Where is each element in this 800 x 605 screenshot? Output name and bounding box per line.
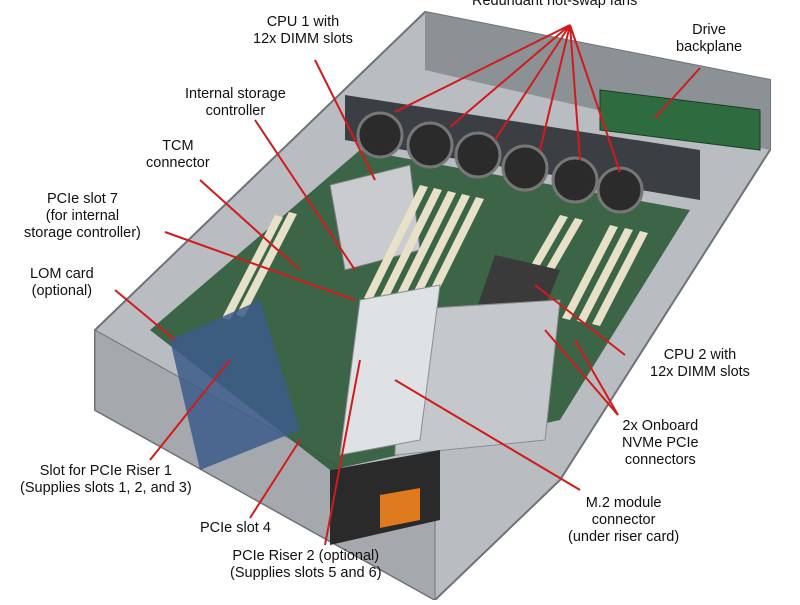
leader-pcie7: [164, 231, 356, 301]
label-riser1-line2: (Supplies slots 1, 2, and 3): [20, 480, 192, 496]
label-cpu2-line2: 12x DIMM slots: [650, 364, 750, 380]
label-cpu2-line1: CPU 2 with: [663, 347, 737, 363]
label-fans: Redundant hot-swap fans: [472, 0, 637, 10]
label-tcm-line1: TCM: [162, 138, 194, 154]
label-cpu1-line2: 12x DIMM slots: [253, 31, 353, 47]
label-riser2-line1: PCIe Riser 2 (optional): [232, 548, 380, 564]
fan-1: [356, 111, 404, 159]
fan-group: [356, 111, 644, 214]
leader-fans-2: [449, 24, 571, 128]
label-nvme-line2: NVMe PCIe: [622, 435, 699, 451]
leader-nvme-2: [574, 339, 619, 416]
leader-fans-1: [394, 24, 571, 113]
label-lom-line1: LOM card: [30, 266, 94, 282]
label-tcm-line2: connector: [146, 155, 210, 171]
leader-pcie4: [249, 439, 301, 519]
label-cpu1-line1: CPU 1 with: [266, 14, 340, 30]
label-nvme-connectors: 2x Onboard NVMe PCIe connectors: [622, 418, 699, 469]
label-drive-backplane-line1: Drive: [692, 22, 726, 38]
leader-riser1: [149, 359, 231, 461]
label-storage-controller-line2: controller: [205, 103, 266, 119]
label-storage-controller-line1: Internal storage: [185, 86, 286, 102]
pcie-riser1-area: [170, 300, 300, 470]
label-nvme-line3: connectors: [624, 452, 696, 468]
label-m2-line1: M.2 module: [585, 495, 662, 511]
label-pcie-riser1: Slot for PCIe Riser 1 (Supplies slots 1,…: [20, 463, 192, 497]
fan-5: [551, 156, 599, 204]
label-drive-backplane-line2: backplane: [676, 39, 743, 55]
leader-nvme-1: [544, 329, 619, 416]
leader-cpu1: [314, 59, 376, 181]
label-pcie7-line1: PCIe slot 7: [46, 191, 118, 207]
label-m2-line2: connector: [591, 512, 656, 528]
label-tcm-connector: TCM connector: [146, 138, 210, 172]
fan-6: [596, 166, 644, 214]
psu-handle: [380, 488, 420, 528]
label-cpu1: CPU 1 with 12x DIMM slots: [253, 14, 353, 48]
label-pcie-slot4: PCIe slot 4: [200, 520, 271, 537]
label-storage-controller: Internal storage controller: [185, 86, 286, 120]
leader-riser2: [324, 359, 361, 546]
fan-2: [406, 121, 454, 169]
label-cpu2: CPU 2 with 12x DIMM slots: [650, 347, 750, 381]
leader-lom: [114, 289, 176, 341]
label-pcie7-line3: storage controller): [24, 225, 141, 241]
fan-3: [454, 131, 502, 179]
leader-storage-ctrl: [254, 119, 356, 271]
fan-4: [501, 144, 549, 192]
leader-fans-6: [569, 24, 621, 173]
riser-card: [339, 284, 441, 456]
label-m2-line3: (under riser card): [568, 529, 680, 545]
leader-lines: [114, 24, 701, 546]
label-pcie-riser2: PCIe Riser 2 (optional) (Supplies slots …: [230, 548, 382, 582]
leader-fans-4: [539, 24, 571, 151]
label-riser2-line2: (Supplies slots 5 and 6): [230, 565, 382, 581]
label-riser1-line1: Slot for PCIe Riser 1: [39, 463, 172, 479]
leader-fans-3: [494, 24, 571, 141]
label-lom-card: LOM card (optional): [30, 266, 94, 300]
leader-fans-5: [569, 24, 581, 161]
label-lom-line2: (optional): [31, 283, 93, 299]
leader-tcm: [199, 179, 301, 271]
label-m2-connector: M.2 module connector (under riser card): [568, 495, 679, 546]
label-nvme-line1: 2x Onboard: [622, 418, 699, 434]
leader-m2: [394, 379, 581, 491]
label-pcie4-text: PCIe slot 4: [200, 520, 271, 536]
leader-cpu2: [534, 284, 626, 356]
leader-drive-backplane: [654, 67, 701, 119]
drive-backplane: [599, 89, 761, 151]
label-pcie-slot7: PCIe slot 7 (for internal storage contro…: [24, 191, 141, 242]
label-fans-text: Redundant hot-swap fans: [472, 0, 638, 9]
label-drive-backplane: Drive backplane: [676, 22, 742, 56]
label-pcie7-line2: (for internal: [45, 208, 120, 224]
